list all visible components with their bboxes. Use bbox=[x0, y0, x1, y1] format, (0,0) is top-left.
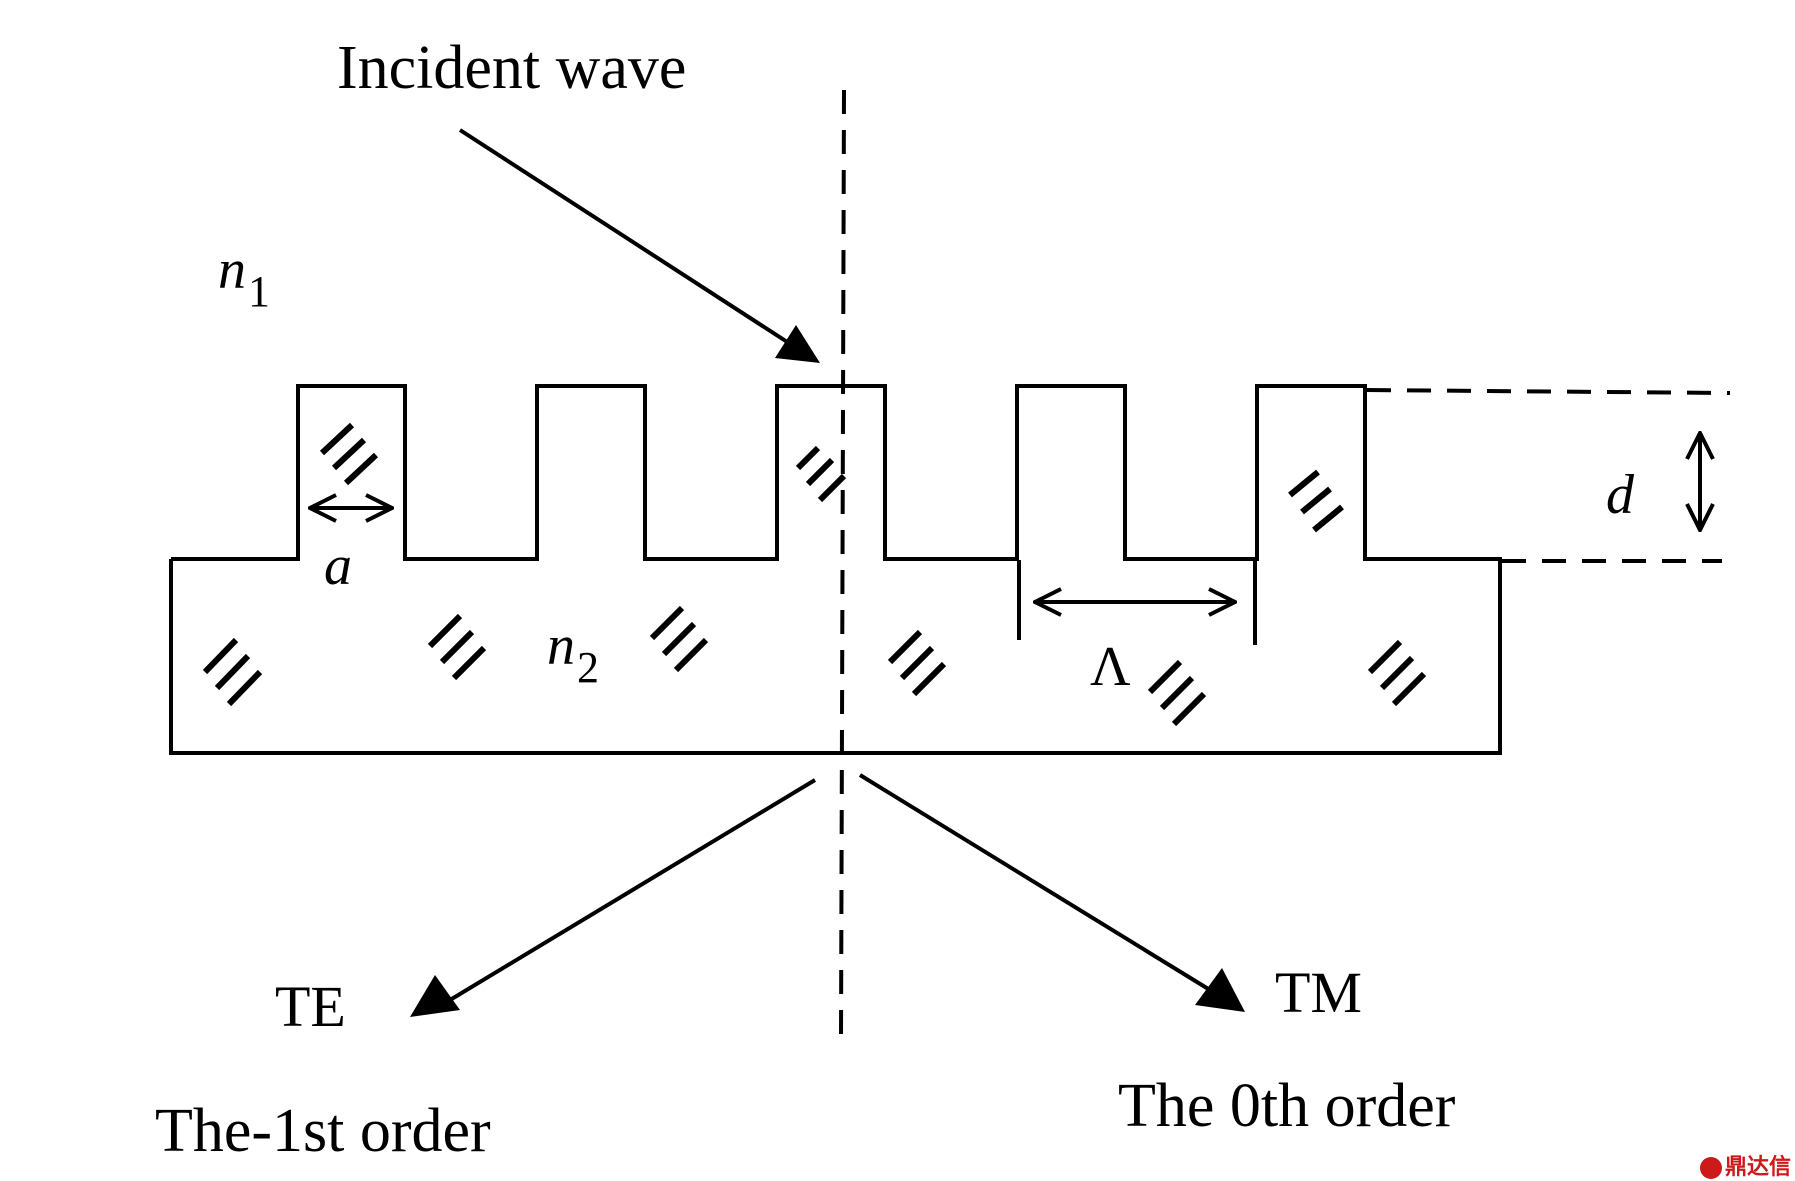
tm-label: TM bbox=[1275, 960, 1362, 1025]
tm-arrow bbox=[858, 773, 1212, 992]
seal-icon bbox=[1699, 1157, 1722, 1179]
grating-profile bbox=[169, 384, 1502, 755]
tm-arrowhead bbox=[1195, 968, 1245, 1012]
period-label: Λ bbox=[1090, 636, 1131, 698]
incident-arrowhead bbox=[775, 325, 820, 363]
watermark-logo: 鼎达信 bbox=[1699, 1149, 1791, 1181]
hatch-base-1 bbox=[202, 637, 263, 707]
te-arrow bbox=[448, 778, 817, 1002]
incident-wave-label: Incident wave bbox=[337, 34, 686, 102]
n1-subscript: 1 bbox=[248, 267, 270, 316]
depth-top-guide bbox=[1366, 388, 1731, 395]
surface-normal bbox=[839, 89, 846, 1041]
n2-label: n2 bbox=[547, 615, 599, 692]
te-arrowhead bbox=[410, 975, 460, 1017]
hatch-base-2 bbox=[427, 613, 487, 681]
hatch-tooth-5 bbox=[1288, 469, 1344, 533]
a-label: a bbox=[324, 535, 352, 597]
hatch-base-5 bbox=[1147, 659, 1207, 727]
hatch-base-3 bbox=[649, 605, 709, 673]
hatch-tooth-1 bbox=[319, 422, 379, 486]
watermark-text: 鼎达信 bbox=[1724, 1155, 1791, 1180]
n1-label: n1 bbox=[218, 239, 270, 316]
hatch-base-4 bbox=[887, 629, 947, 697]
hatch-base-6 bbox=[1367, 639, 1427, 707]
d-label: d bbox=[1606, 464, 1635, 526]
te-label: TE bbox=[275, 974, 346, 1039]
order-zero-label: The 0th order bbox=[1118, 1072, 1456, 1140]
n2-subscript: 2 bbox=[577, 643, 599, 692]
incident-arrow bbox=[458, 128, 817, 362]
order-minus1-label: The-1st order bbox=[155, 1097, 491, 1165]
hatch-tooth-3 bbox=[795, 445, 847, 503]
